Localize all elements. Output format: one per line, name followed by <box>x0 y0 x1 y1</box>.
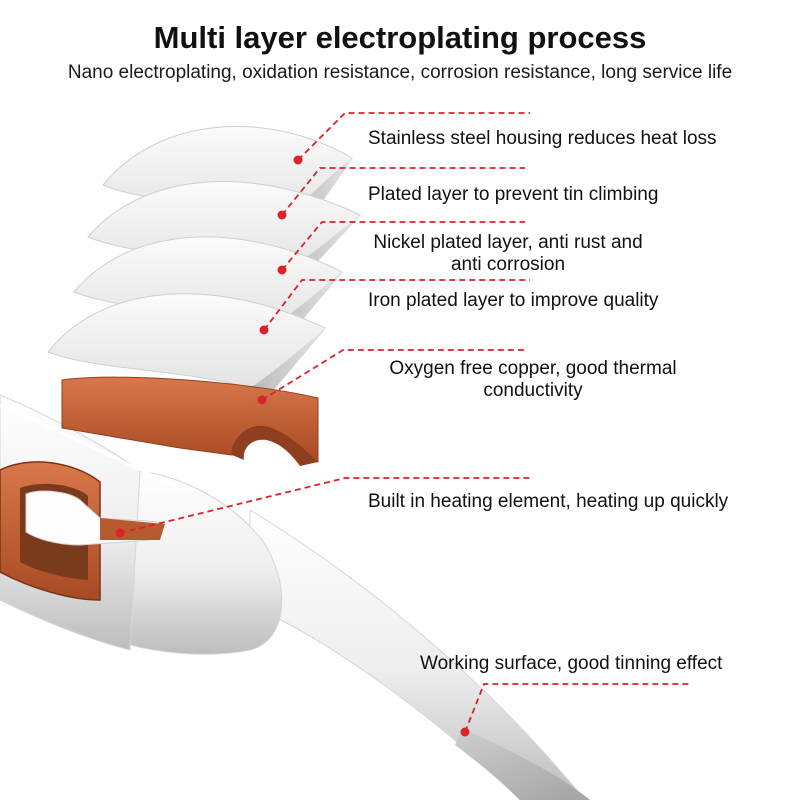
working-tip <box>455 728 590 800</box>
callout-stainless-label: Stainless steel housing reduces heat los… <box>368 128 717 149</box>
callout-iron-label: Iron plated layer to improve quality <box>368 290 659 311</box>
leader-iron <box>263 279 530 331</box>
leader-nickel <box>281 221 525 271</box>
leader-plated <box>281 167 525 216</box>
leader-working <box>464 683 690 733</box>
leader-stainless <box>297 112 530 161</box>
callout-nickel-label: Nickel plated layer, anti rust and anti … <box>373 232 643 275</box>
layer-iron <box>47 293 326 405</box>
dot-copper <box>257 395 267 405</box>
page-subtitle: Nano electroplating, oxidation resistanc… <box>67 62 733 83</box>
dot-iron <box>259 325 269 335</box>
dot-plated <box>277 210 287 220</box>
leader-heating <box>119 477 530 534</box>
heating-element-cutaway <box>0 461 165 601</box>
callout-dots <box>115 155 470 737</box>
dot-stainless <box>293 155 303 165</box>
dot-working <box>460 727 470 737</box>
callout-heating-label: Built in heating element, heating up qui… <box>368 491 729 512</box>
dot-heating <box>115 528 125 538</box>
dot-nickel <box>277 265 287 275</box>
callout-plated-label: Plated layer to prevent tin climbing <box>368 184 659 205</box>
leader-copper <box>261 349 525 401</box>
callout-copper-label: Oxygen free copper, good thermal conduct… <box>389 358 677 401</box>
page-title: Multi layer electroplating process <box>153 20 647 55</box>
callout-working-label: Working surface, good tinning effect <box>420 653 723 674</box>
layer-copper <box>61 376 319 466</box>
callout-leaders <box>119 112 690 733</box>
